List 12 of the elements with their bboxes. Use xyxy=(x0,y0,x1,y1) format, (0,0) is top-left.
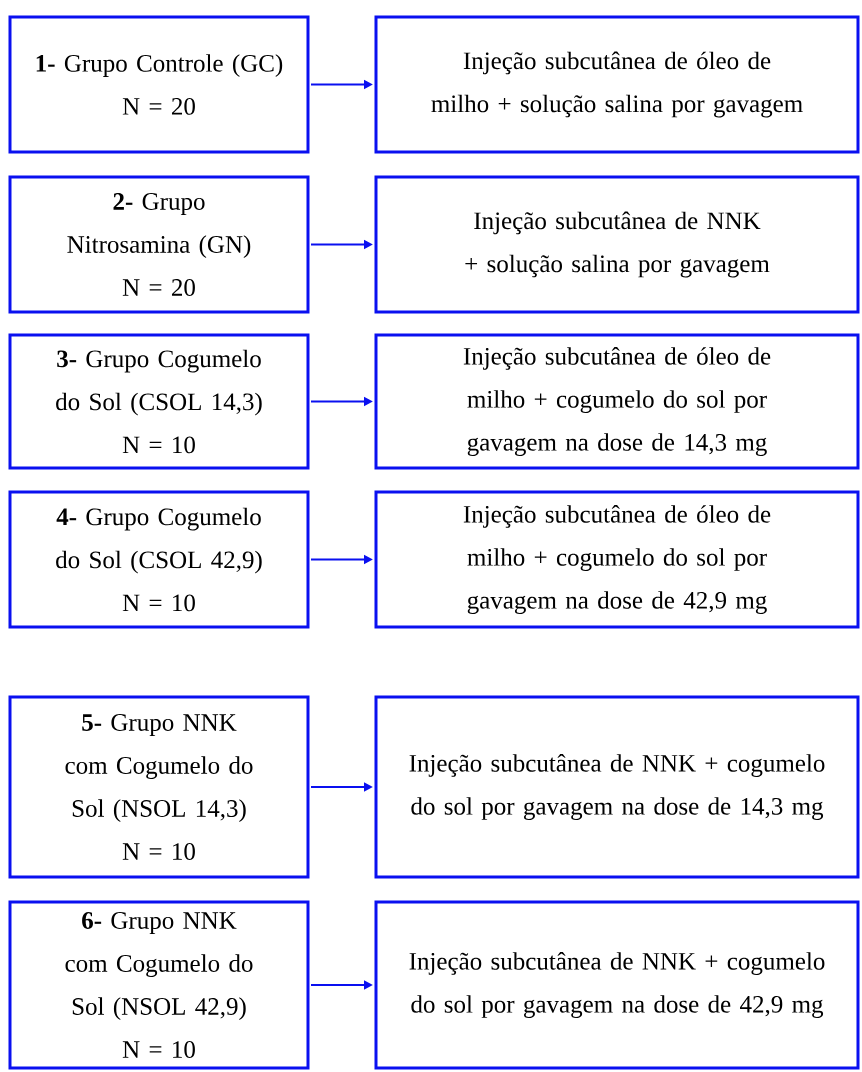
treatment-box: Injeção subcutânea de NNK + solução salina por gavagem xyxy=(374,175,860,314)
treatment-box: Injeção subcutânea de NNK + cogumelo do sol por gavagem na dose de 14,3 mg xyxy=(374,695,860,879)
group-box: 5- Grupo NNK com Cogumelo do Sol (NSOL 14,3) N = 10 xyxy=(8,695,310,879)
treatment-box: Injeção subcutânea de NNK + cogumelo do sol por gavagem na dose de 42,9 mg xyxy=(374,900,860,1070)
group-box: 4- Grupo Cogumelo do Sol (CSOL 42,9) N = 10 xyxy=(8,490,310,629)
group-box: 1- Grupo Controle (GC) N = 20 xyxy=(8,15,310,154)
treatment-box: Injeção subcutânea de óleo de milho + cogumelo do sol por gavagem na dose de 14,3 mg xyxy=(374,333,860,470)
treatment-box: Injeção subcutânea de óleo de milho + cogumelo do sol por gavagem na dose de 42,9 mg xyxy=(374,490,860,629)
group-box: 6- Grupo NNK com Cogumelo do Sol (NSOL 42,9) N = 10 xyxy=(8,900,310,1070)
group-box: 3- Grupo Cogumelo do Sol (CSOL 14,3) N = 10 xyxy=(8,333,310,470)
group-box: 2- Grupo Nitrosamina (GN) N = 20 xyxy=(8,175,310,314)
treatment-box: Injeção subcutânea de óleo de milho + solução salina por gavagem xyxy=(374,15,860,154)
